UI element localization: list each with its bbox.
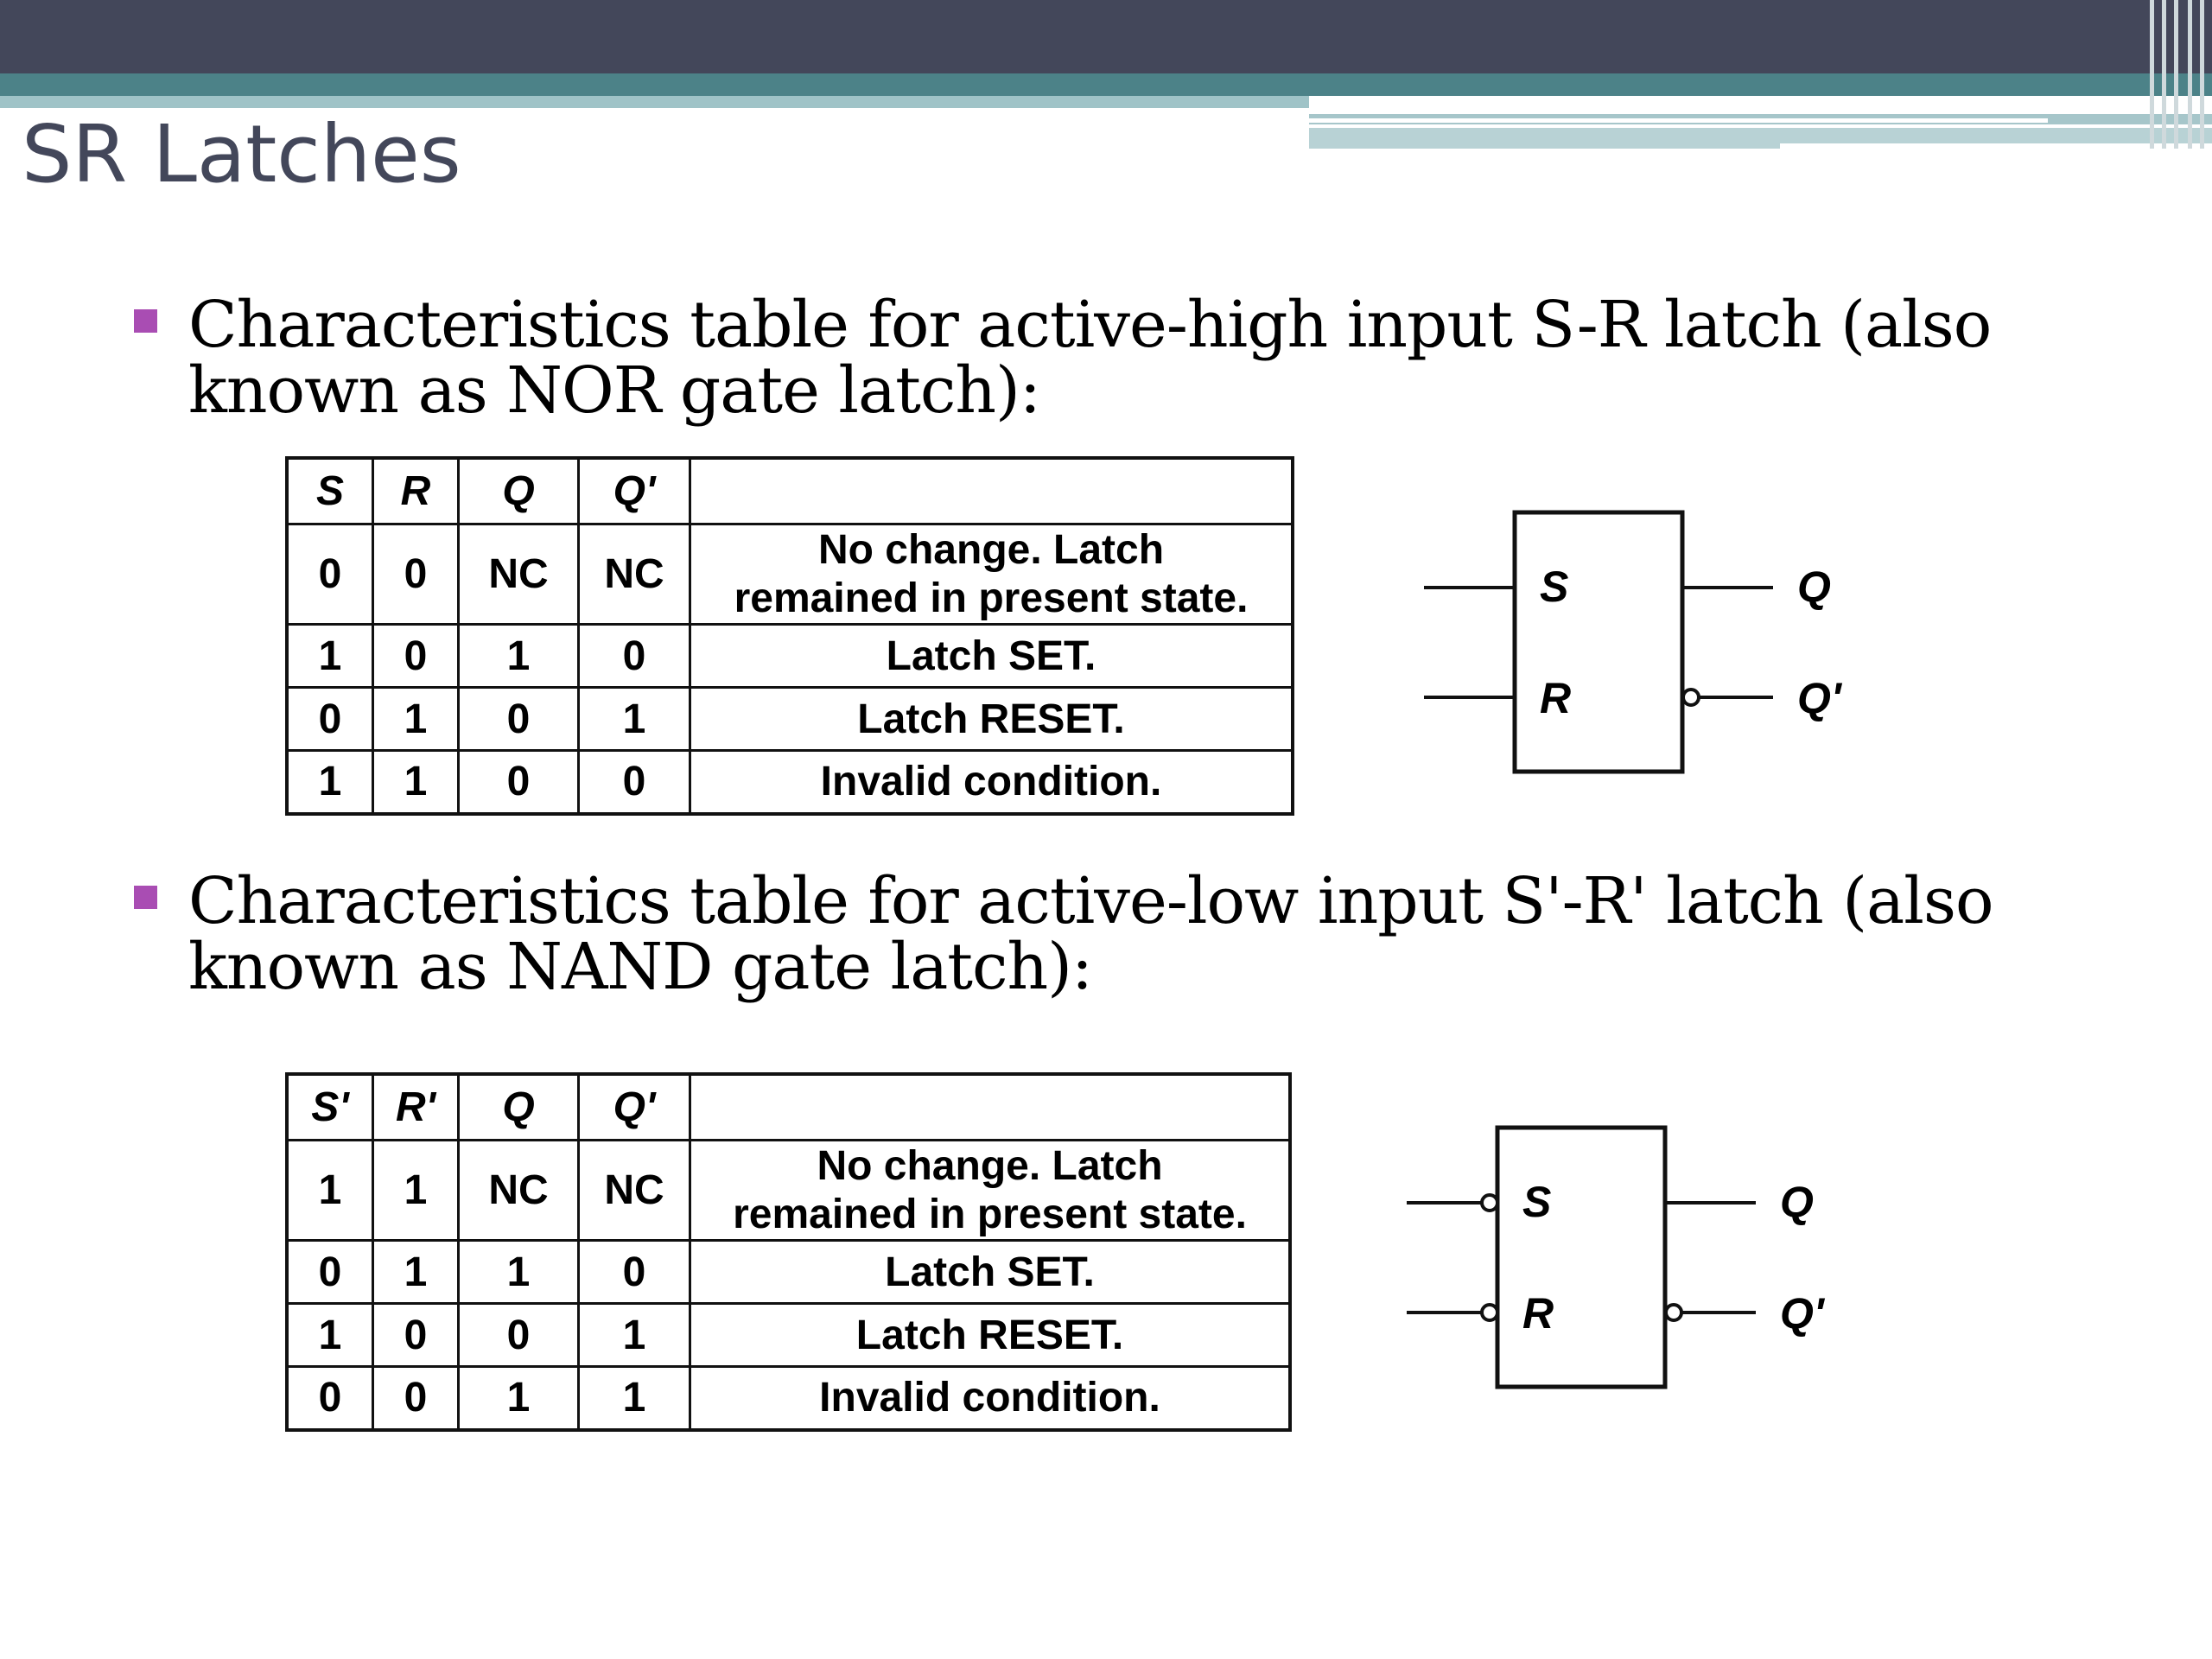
table-row: 0 1 0 1 Latch RESET. — [285, 686, 1294, 752]
label-r: R — [1522, 1289, 1554, 1338]
table-header: R' — [372, 1072, 460, 1141]
cell: 1 — [372, 686, 460, 752]
table-row: 1 1 0 0 Invalid condition. — [285, 749, 1294, 815]
header-band-teal — [0, 73, 2212, 96]
sr-latch-symbol: S R Q Q' — [1424, 510, 1843, 774]
cell: 0 — [285, 1239, 374, 1305]
label-qn: Q' — [1780, 1289, 1826, 1338]
cell: 0 — [285, 523, 374, 626]
cell-description: Latch SET. — [689, 623, 1294, 689]
table-header — [689, 456, 1294, 525]
cell: 1 — [457, 1365, 580, 1431]
header-band-light — [0, 96, 1309, 108]
cell: NC — [457, 1139, 580, 1242]
bullet-line: Characteristics table for active-low inp… — [188, 864, 1993, 938]
bullet-marker — [134, 886, 157, 909]
bullet-text: Characteristics table for active-low inp… — [188, 868, 1993, 1000]
label-r: R — [1540, 674, 1571, 722]
cell: 0 — [577, 1239, 691, 1305]
table-row: 1 0 0 1 Latch RESET. — [285, 1302, 1292, 1368]
bullet-line: Characteristics table for active-high in… — [188, 288, 1992, 362]
inversion-bubble — [1480, 1193, 1499, 1212]
inversion-bubble — [1664, 1303, 1683, 1322]
cell: 0 — [457, 749, 580, 815]
cell-description: Latch RESET. — [689, 1302, 1292, 1368]
cell: 1 — [372, 1139, 460, 1242]
cell: 0 — [372, 523, 460, 626]
table-header: S — [285, 456, 374, 525]
latch-box — [1512, 510, 1685, 774]
cell-description: Latch SET. — [689, 1239, 1292, 1305]
cell-description: Invalid condition. — [689, 749, 1294, 815]
cell: 1 — [372, 749, 460, 815]
bullet-text: Characteristics table for active-high in… — [188, 288, 1992, 428]
cell: 1 — [457, 1239, 580, 1305]
bullet-marker — [134, 309, 157, 333]
cell: 0 — [457, 1302, 580, 1368]
table-row: 0 1 1 0 Latch SET. — [285, 1239, 1292, 1305]
header-band-dark — [0, 0, 2212, 73]
label-qn: Q' — [1797, 674, 1843, 722]
table-header — [689, 1072, 1292, 1141]
header-stripes — [2143, 0, 2212, 149]
cell: 0 — [372, 1365, 460, 1431]
cell: NC — [577, 1139, 691, 1242]
table-header: Q — [457, 456, 580, 525]
cell: 1 — [285, 1139, 374, 1242]
label-q: Q — [1780, 1178, 1814, 1226]
cell: NC — [457, 523, 580, 626]
cell: 1 — [285, 623, 374, 689]
cell: 0 — [285, 1365, 374, 1431]
cell-description: Invalid condition. — [689, 1365, 1292, 1431]
bullet-line: known as NOR gate latch): — [188, 353, 1041, 428]
bullet-line: known as NAND gate latch): — [188, 930, 1093, 1004]
table-row: 1 0 1 0 Latch SET. — [285, 623, 1294, 689]
cell: 0 — [372, 1302, 460, 1368]
latch-box — [1495, 1125, 1668, 1389]
label-q: Q — [1797, 563, 1831, 611]
table-header: Q' — [577, 1072, 691, 1141]
table-header: S' — [285, 1072, 374, 1141]
cell-description: Latch RESET. — [689, 686, 1294, 752]
cell: 0 — [577, 749, 691, 815]
cell: 1 — [457, 623, 580, 689]
header-band-gap — [1309, 118, 2048, 123]
table-header: R — [372, 456, 460, 525]
label-s: S — [1522, 1178, 1551, 1226]
table-row: 0 0 1 1 Invalid condition. — [285, 1365, 1292, 1431]
inversion-bubble — [1480, 1303, 1499, 1322]
cell: 1 — [285, 749, 374, 815]
cell: 1 — [372, 1239, 460, 1305]
cell: 0 — [457, 686, 580, 752]
sr-latch-symbol-active-low: S R Q Q' — [1407, 1125, 1826, 1389]
page-title: SR Latches — [22, 108, 461, 200]
cell: 1 — [577, 686, 691, 752]
table-header: Q — [457, 1072, 580, 1141]
cell: NC — [577, 523, 691, 626]
cell: 0 — [372, 623, 460, 689]
inversion-bubble — [1681, 688, 1700, 707]
cell: 0 — [577, 623, 691, 689]
cell: 1 — [577, 1365, 691, 1431]
cell: 1 — [285, 1302, 374, 1368]
table-header: Q' — [577, 456, 691, 525]
label-s: S — [1540, 563, 1568, 611]
header-band-gap — [1780, 143, 2212, 149]
cell: 1 — [577, 1302, 691, 1368]
cell: 0 — [285, 686, 374, 752]
